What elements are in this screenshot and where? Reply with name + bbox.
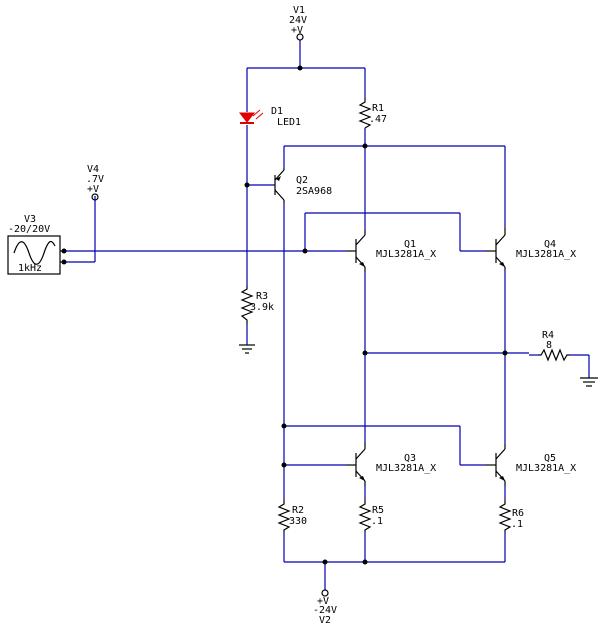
ground-symbol-r3 (239, 344, 255, 354)
junction-dot (61, 248, 67, 254)
v3-freq: 1kHz (18, 263, 42, 274)
r5-value: .1 (371, 516, 383, 527)
r2-value: 330 (289, 516, 307, 527)
sine-wave-icon (13, 241, 56, 265)
r1-name: R1 (372, 103, 384, 114)
v2-value: -24V (313, 605, 337, 616)
junction-dot (61, 259, 67, 265)
junction-dot (281, 462, 287, 468)
v2-name: V2 (319, 615, 331, 626)
r4-value: 8 (546, 340, 552, 351)
r4-name: R4 (542, 330, 554, 341)
v1-source[interactable]: V1 24V +V (289, 5, 307, 41)
q1-transistor[interactable]: Q1 MJL3281A_X (346, 230, 436, 272)
r3-name: R3 (256, 291, 268, 302)
v1-name: V1 (293, 5, 305, 16)
v1-symbol: +V (291, 25, 303, 36)
r6-value: .1 (511, 519, 523, 530)
q5-name: Q5 (544, 453, 556, 464)
d1-name: D1 (271, 106, 283, 117)
junction-dot (322, 559, 328, 565)
q3-value: MJL3281A_X (376, 463, 436, 474)
junction-dot (362, 559, 368, 565)
q4-name: Q4 (544, 239, 556, 250)
junction-dot (362, 143, 368, 149)
ground-symbol-r4 (580, 377, 598, 387)
r3-value: 3.9k (250, 302, 274, 313)
v2-symbol: +V (317, 596, 329, 607)
junction-dot (244, 182, 250, 188)
q2-value: 2SA968 (296, 186, 332, 197)
q1-value: MJL3281A_X (376, 249, 436, 260)
v3-name: V3 (24, 214, 36, 225)
r2-name: R2 (292, 505, 304, 516)
junction-dot (281, 423, 287, 429)
v1-value: 24V (289, 15, 307, 26)
q3-transistor[interactable]: Q3 MJL3281A_X (346, 442, 436, 486)
junction-dot (302, 248, 308, 254)
v2-source[interactable]: +V -24V V2 (313, 589, 337, 626)
junction-dot (362, 350, 368, 356)
r6-resistor[interactable]: R6 .1 (498, 500, 524, 532)
q4-transistor[interactable]: Q4 MJL3281A_X (486, 228, 576, 270)
r6-name: R6 (512, 508, 524, 519)
q2-transistor[interactable]: Q2 2SA968 (274, 168, 332, 203)
q1-name: Q1 (404, 239, 416, 250)
r1-resistor[interactable]: R1 .47 (358, 98, 387, 129)
r2-resistor[interactable]: R2 330 (277, 500, 307, 532)
v4-name: V4 (87, 164, 99, 175)
r4-resistor[interactable]: R4 8 (503, 330, 570, 362)
v4-symbol: +V (87, 184, 99, 195)
v4-source[interactable]: V4 .7V +V (86, 164, 104, 201)
d1-value: LED1 (277, 117, 301, 128)
v3-value: -20/20V (8, 224, 50, 235)
wires (60, 40, 590, 590)
r5-name: R5 (372, 505, 384, 516)
q5-value: MJL3281A_X (516, 463, 576, 474)
junction-dot (502, 350, 508, 356)
d1-led[interactable]: D1 LED1 (238, 106, 301, 128)
q5-transistor[interactable]: Q5 MJL3281A_X (486, 444, 576, 486)
r5-resistor[interactable]: R5 .1 (358, 500, 384, 532)
r1-value: .47 (369, 114, 387, 125)
q3-name: Q3 (404, 453, 416, 464)
v4-value: .7V (86, 174, 104, 185)
junctions (61, 65, 508, 565)
r3-resistor[interactable]: R3 3.9k (240, 285, 274, 324)
junction-dot (297, 65, 303, 71)
v3-ac-source[interactable]: V3 -20/20V 1kHz (7, 214, 61, 275)
q4-value: MJL3281A_X (516, 249, 576, 260)
q2-name: Q2 (296, 175, 308, 186)
